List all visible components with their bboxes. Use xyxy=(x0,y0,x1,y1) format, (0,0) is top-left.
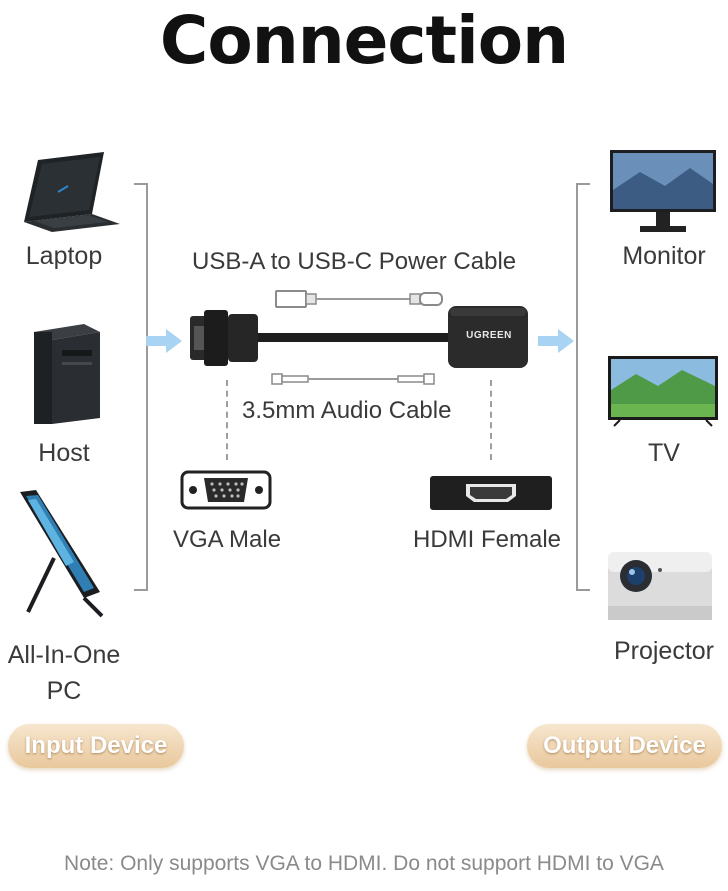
output-device-pill: Output Device xyxy=(527,724,722,768)
usb-power-cable-icon xyxy=(275,290,443,308)
output-arrow-icon xyxy=(538,329,574,353)
adapter-brand-label: UGREEN xyxy=(466,330,512,341)
laptop-icon xyxy=(24,152,120,232)
projector-icon xyxy=(608,552,712,620)
hdmi-port-label: HDMI Female xyxy=(413,526,562,553)
input-bracket xyxy=(134,183,148,591)
output-bracket xyxy=(576,183,590,591)
input-label-host: Host xyxy=(38,439,90,467)
input-device-pill: Input Device xyxy=(8,724,184,768)
vga-port-icon xyxy=(180,470,272,510)
desktop-tower-icon xyxy=(34,324,100,424)
vga-port-label: VGA Male xyxy=(173,526,282,553)
compatibility-note: Note: Only supports VGA to HDMI. Do not … xyxy=(64,852,664,875)
power-cable-label: USB-A to USB-C Power Cable xyxy=(192,248,517,275)
vga-to-hdmi-adapter xyxy=(190,306,528,368)
monitor-icon xyxy=(610,150,716,232)
audio-cable-icon xyxy=(271,373,435,385)
page-title: Connection xyxy=(159,2,569,79)
vga-leader-line xyxy=(226,380,228,460)
hdmi-port-icon xyxy=(430,476,552,510)
output-label-projector: Projector xyxy=(613,637,715,665)
output-label-tv: TV xyxy=(648,439,680,467)
output-label-monitor: Monitor xyxy=(622,242,706,270)
input-label-aio: All-In-One PC xyxy=(7,641,121,705)
audio-cable-label: 3.5mm Audio Cable xyxy=(242,397,452,424)
all-in-one-pc-icon xyxy=(20,490,104,618)
input-label-laptop: Laptop xyxy=(25,242,103,270)
input-arrow-icon xyxy=(146,329,182,353)
tv-icon xyxy=(608,356,718,427)
hdmi-leader-line xyxy=(490,380,492,460)
